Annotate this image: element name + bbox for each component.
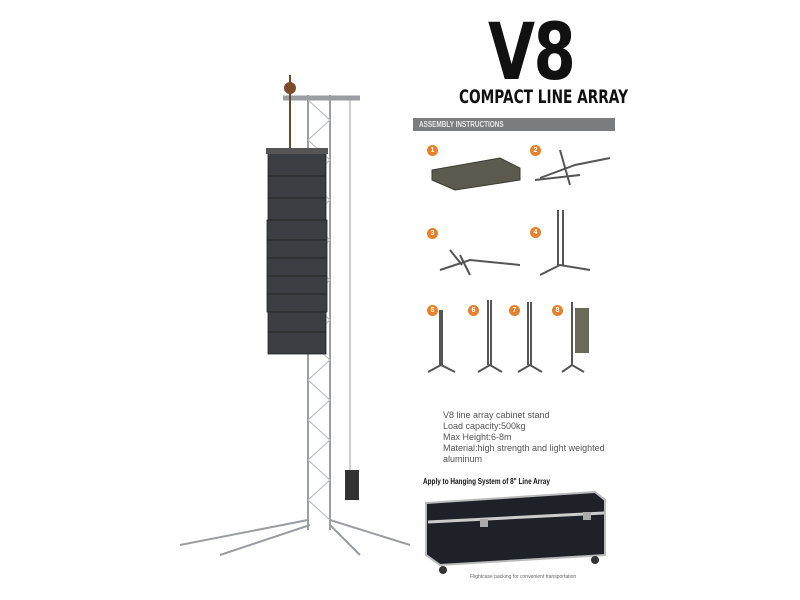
step-7-badge: 7	[509, 305, 520, 316]
assembly-steps-illustrations	[427, 149, 611, 373]
spec-line: aluminum	[443, 454, 483, 464]
step-4-badge: 4	[530, 227, 541, 238]
step-3-badge: 3	[427, 228, 438, 239]
spec-line: Load capacity:500kg	[443, 421, 526, 431]
apply-heading: Apply to Hanging System of 8" Line Array	[423, 477, 550, 486]
product-subtitle: COMPACT LINE ARRAY	[459, 86, 628, 108]
line-array-tower-image	[179, 75, 411, 556]
step-1-badge: 1	[427, 145, 438, 156]
spec-line: Material:high strength and light weighte…	[443, 443, 605, 453]
assembly-instructions-bar: ASSEMBLY INSTRUCTIONS	[413, 118, 615, 131]
flightcase-caption: Flightcase packing for convenient transp…	[470, 574, 577, 580]
step-2-badge: 2	[530, 145, 541, 156]
spec-line: V8 line array cabinet stand	[443, 410, 550, 420]
step-5-badge: 5	[427, 305, 438, 316]
flightcase-image	[425, 490, 606, 574]
step-8-badge: 8	[552, 305, 563, 316]
product-title: V8	[488, 8, 576, 98]
step-6-badge: 6	[468, 305, 479, 316]
assembly-instructions-label: ASSEMBLY INSTRUCTIONS	[419, 120, 504, 129]
spec-line: Max Height:6-8m	[443, 432, 512, 442]
